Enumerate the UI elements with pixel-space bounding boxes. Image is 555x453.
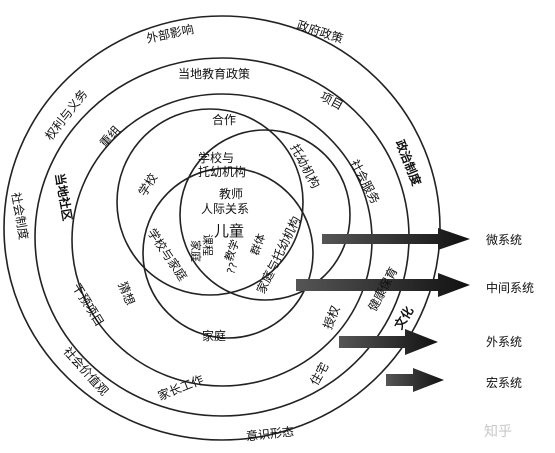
arrow-microsystem (322, 228, 470, 250)
label-interpersonal: 人际关系 (201, 202, 249, 216)
label-mesosystem: 中间系统 (486, 280, 534, 295)
label-culture: 文化 (391, 304, 416, 332)
arrow-exosystem (339, 329, 438, 355)
label-social-values: 社会价值观 (60, 344, 111, 399)
label-empowerment: 授权 (320, 303, 343, 331)
label-question: ?? (224, 260, 240, 276)
label-rights-duties: 权利与义务 (42, 86, 91, 143)
childcare-circle (179, 129, 351, 301)
label-social-system: 社会制度 (9, 191, 32, 241)
label-macrosystem: 宏系统 (486, 375, 522, 390)
label-child: 儿童 (214, 222, 244, 240)
label-external-influence: 外部影响 (145, 21, 195, 46)
label-curriculum: 课程 (201, 234, 214, 256)
label-government-policy: 政府政策 (295, 17, 345, 46)
label-group: 群体 (247, 232, 268, 257)
label-intervention-projects: 干预项目 (69, 281, 106, 329)
label-local-community: 当地社区 (52, 172, 75, 222)
label-guess: 猜想 (115, 279, 138, 307)
label-housing: 住宅 (307, 360, 332, 388)
macrosystem-ring (3, 15, 441, 441)
label-family-inner: 家庭 (189, 240, 203, 262)
label-local-education-policy: 当地教育政策 (178, 66, 250, 81)
school-circle (116, 108, 304, 296)
arrow-macrosystem (386, 368, 444, 392)
label-family: 家庭 (202, 328, 226, 343)
label-reorganization: 重组 (97, 123, 123, 150)
family-circle (142, 167, 314, 339)
label-ideology: 意识形态 (245, 424, 294, 444)
label-political-system: 政治制度 (393, 137, 425, 188)
label-parent-work: 家长工作 (155, 371, 205, 403)
arrow-mesosystem (296, 273, 470, 297)
label-teacher: 教师 (219, 186, 243, 201)
label-cooperation: 合作 (212, 112, 236, 127)
label-projects: 项目 (318, 89, 346, 113)
label-teaching: 教学 (221, 238, 242, 263)
label-school-and-childcare: 学校与托幼机构 (198, 150, 246, 179)
label-exosystem: 外系统 (486, 335, 522, 349)
label-school: 学校 (135, 170, 160, 198)
watermark: 知乎 (484, 423, 512, 440)
label-microsystem: 微系统 (486, 233, 522, 247)
